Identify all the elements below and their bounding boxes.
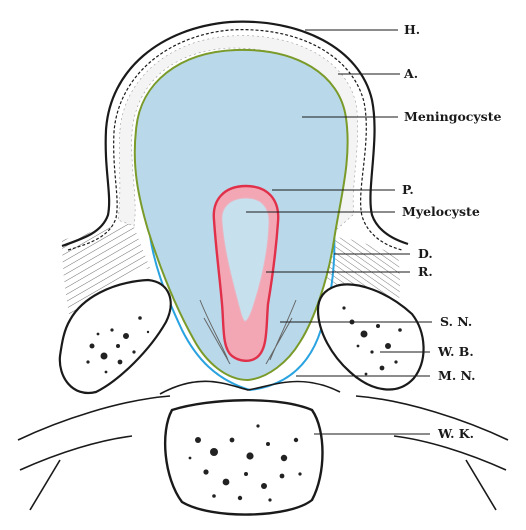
label-wb: W. B. (438, 345, 474, 359)
left-transverse-process (18, 396, 170, 510)
label-r: R. (418, 265, 433, 279)
label-sn: S. N. (440, 315, 472, 329)
label-myelocyste: Myelocyste (402, 205, 480, 219)
label-meningocyste: Meningocyste (404, 110, 501, 124)
central-canal-arch (160, 381, 340, 394)
label-wk: W. K. (438, 427, 474, 441)
label-a: A. (404, 67, 418, 81)
label-p: P. (402, 183, 414, 197)
label-mn: M. N. (438, 369, 476, 383)
label-d: D. (418, 247, 433, 261)
label-h: H. (404, 23, 420, 37)
right-vertebral-arch (318, 284, 424, 389)
right-transverse-process (356, 396, 508, 510)
